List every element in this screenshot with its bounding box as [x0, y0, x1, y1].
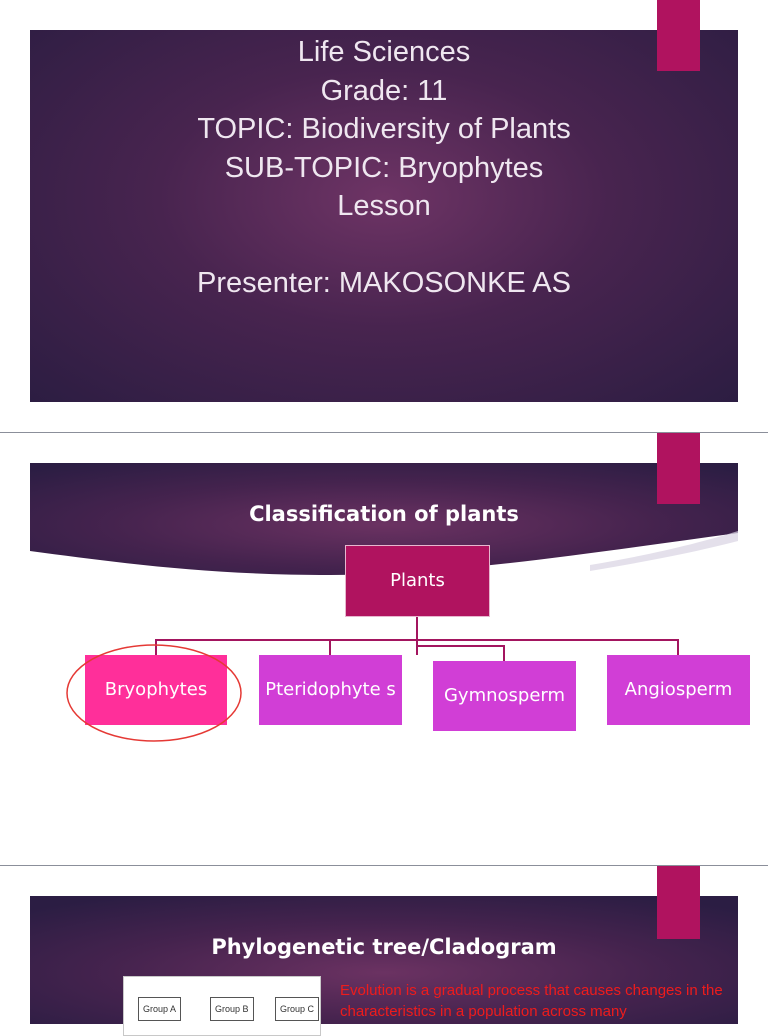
title-line: Lesson: [337, 190, 431, 222]
slide-divider: [0, 865, 768, 866]
connector-line: [416, 639, 418, 655]
connector-line: [416, 645, 505, 647]
accent-tab: [657, 866, 700, 939]
slide-cladogram: Phylogenetic tree/Cladogram: [0, 866, 768, 1024]
title-line: SUB-TOPIC: Bryophytes: [224, 151, 544, 184]
slide-classification: Classification of plants Plants Bryophyt…: [0, 433, 768, 865]
connector-line: [329, 639, 331, 655]
slide-divider: [0, 432, 768, 433]
title-line: Grade: 11: [320, 74, 448, 107]
plants-box: Plants: [345, 545, 490, 617]
connector-line: [416, 617, 418, 640]
heading-banner: [30, 463, 738, 575]
slide-title: Classification of plants: [249, 502, 519, 526]
group-label: Group B: [210, 997, 254, 1021]
slide-title: Phylogenetic tree/Cladogram: [211, 935, 557, 959]
bryophytes-box: Bryophytes: [85, 655, 227, 725]
title-line: [30, 226, 738, 265]
angiosperm-box: Angiosperm: [607, 655, 750, 725]
accent-tab: [657, 0, 700, 71]
title-text-block: Life Sciences Grade: 11 TOPIC: Biodivers…: [30, 33, 738, 303]
group-label: Group C: [275, 997, 320, 1021]
connector-line: [503, 645, 505, 661]
title-line: TOPIC: Biodiversity of Plants: [197, 113, 571, 145]
highlight-ring: [66, 644, 242, 742]
title-background: [30, 30, 738, 402]
accent-tab: [657, 433, 700, 504]
cladogram-image: Group A Group B Group C: [123, 976, 321, 1036]
slide-title: Life Sciences Grade: 11 TOPIC: Biodivers…: [0, 0, 768, 432]
title-line: Presenter: MAKOSONKE AS: [197, 267, 571, 299]
title-line: Life Sciences: [297, 36, 471, 68]
gymnosperm-box: Gymnosperm: [433, 661, 576, 731]
connector-line: [677, 639, 679, 655]
connector-line: [155, 639, 157, 655]
pteridophytes-box: Pteridophyte s: [259, 655, 402, 725]
evolution-note: Evolution is a gradual process that caus…: [340, 982, 723, 1020]
group-label: Group A: [138, 997, 182, 1021]
